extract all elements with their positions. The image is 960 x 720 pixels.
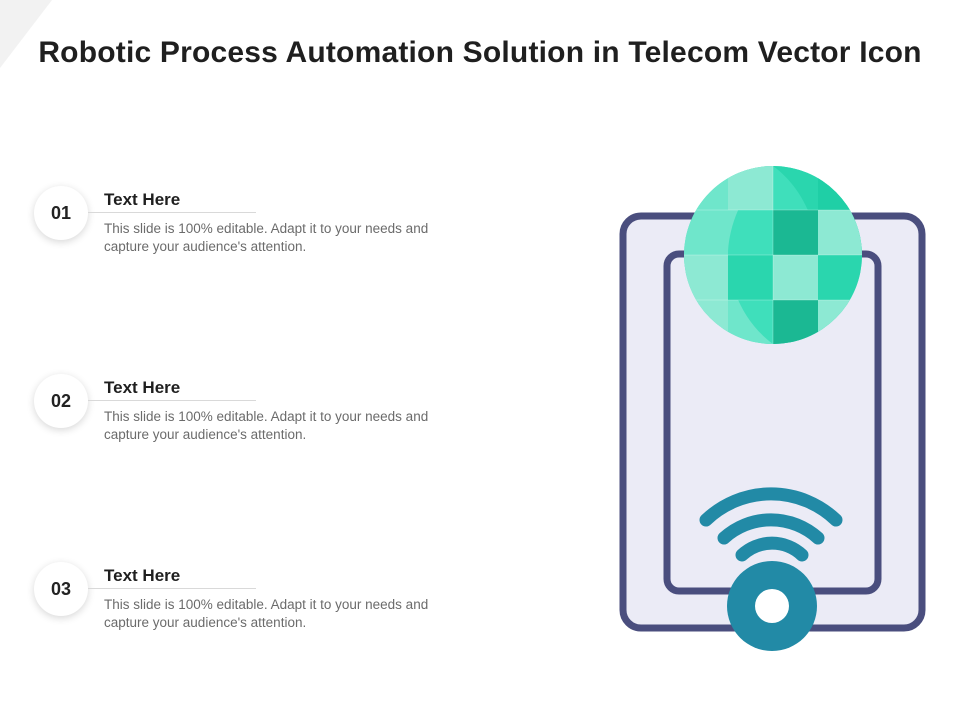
- page-title: Robotic Process Automation Solution in T…: [38, 36, 922, 69]
- signal-dot-icon: [727, 561, 817, 651]
- corner-decoration: [0, 0, 52, 68]
- wifi-signal-icon: [699, 487, 843, 562]
- divider: [88, 588, 256, 589]
- list-item: 02 Text Here This slide is 100% editable…: [34, 374, 474, 464]
- globe-icon: [684, 166, 862, 344]
- item-number-badge: 01: [34, 186, 88, 240]
- item-heading: Text Here: [104, 190, 181, 209]
- item-heading: Text Here: [104, 378, 181, 397]
- divider: [88, 212, 256, 213]
- telecom-icon-illustration: [600, 150, 940, 670]
- mobile-device-icon: [619, 212, 926, 632]
- item-description: This slide is 100% editable. Adapt it to…: [104, 597, 429, 630]
- divider: [88, 400, 256, 401]
- list-item: 03 Text Here This slide is 100% editable…: [34, 562, 474, 652]
- list-item: 01 Text Here This slide is 100% editable…: [34, 186, 474, 276]
- item-description: This slide is 100% editable. Adapt it to…: [104, 409, 429, 442]
- item-description: This slide is 100% editable. Adapt it to…: [104, 221, 429, 254]
- item-number-badge: 03: [34, 562, 88, 616]
- item-number-badge: 02: [34, 374, 88, 428]
- item-heading: Text Here: [104, 566, 181, 585]
